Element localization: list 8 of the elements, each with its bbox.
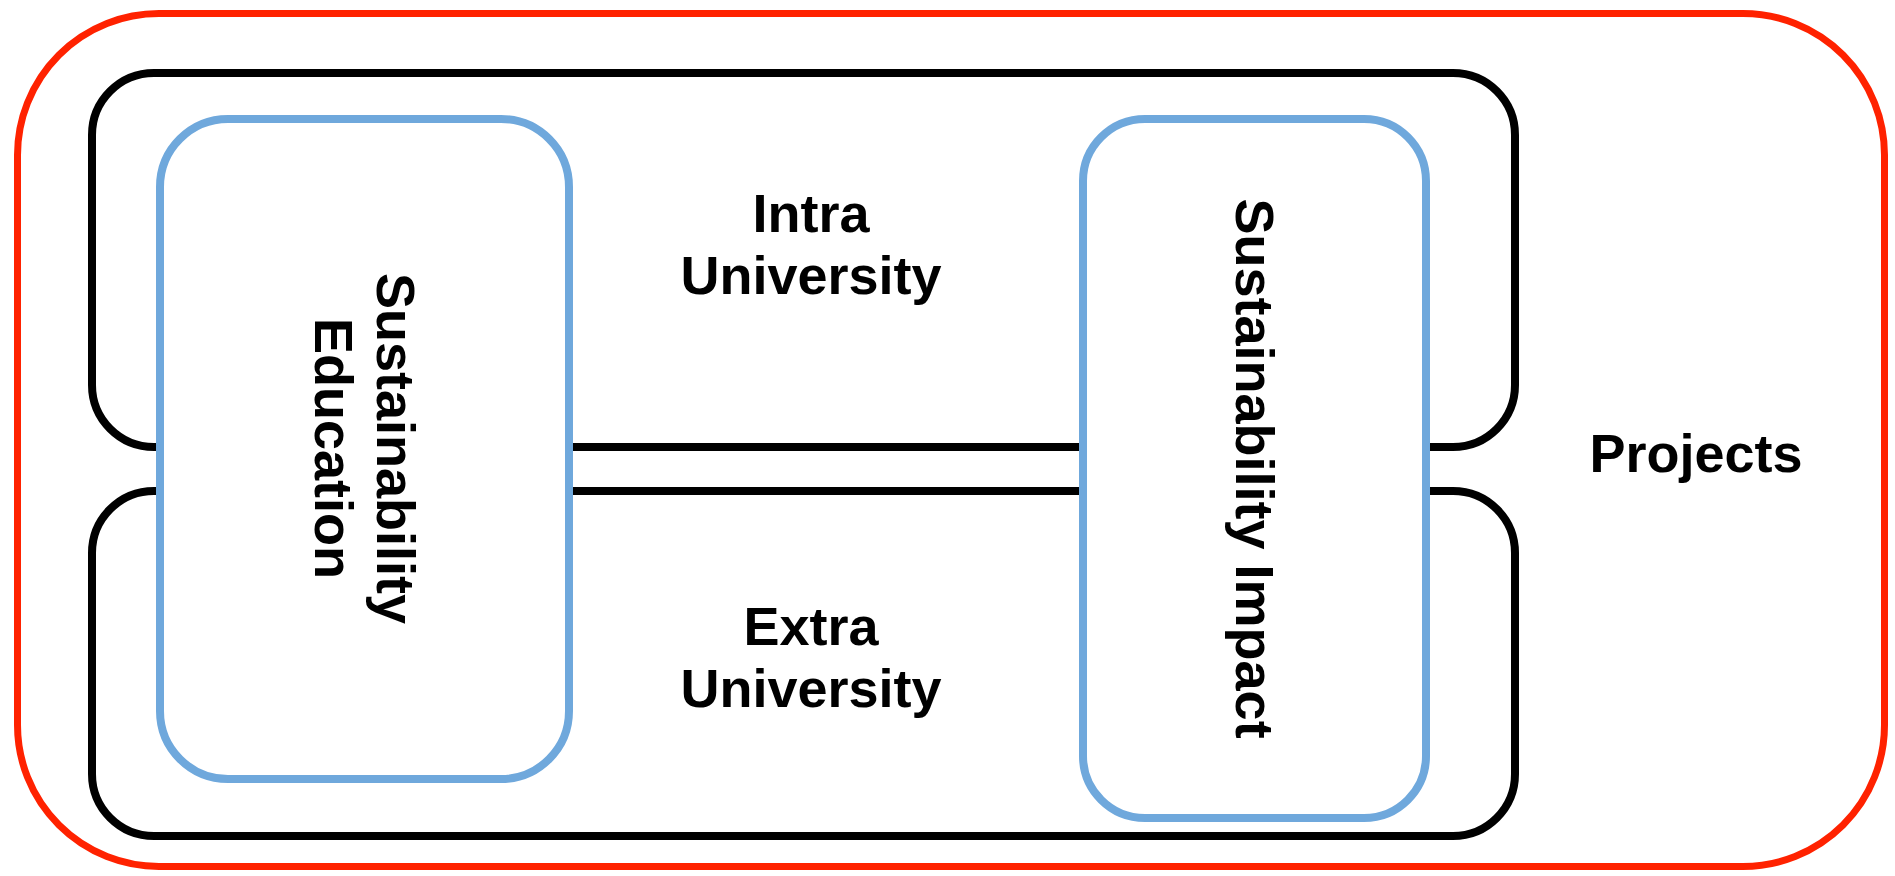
box-label: Sustainability Education (302, 272, 427, 627)
box-label: Sustainability Impact (1223, 197, 1286, 741)
rounded-box (1079, 115, 1430, 822)
outer-box (14, 10, 1888, 870)
box-label: Intra University (679, 182, 943, 306)
box-label: Extra University (679, 595, 943, 719)
box-label: Projects (1588, 422, 1804, 484)
rounded-box (156, 115, 573, 783)
